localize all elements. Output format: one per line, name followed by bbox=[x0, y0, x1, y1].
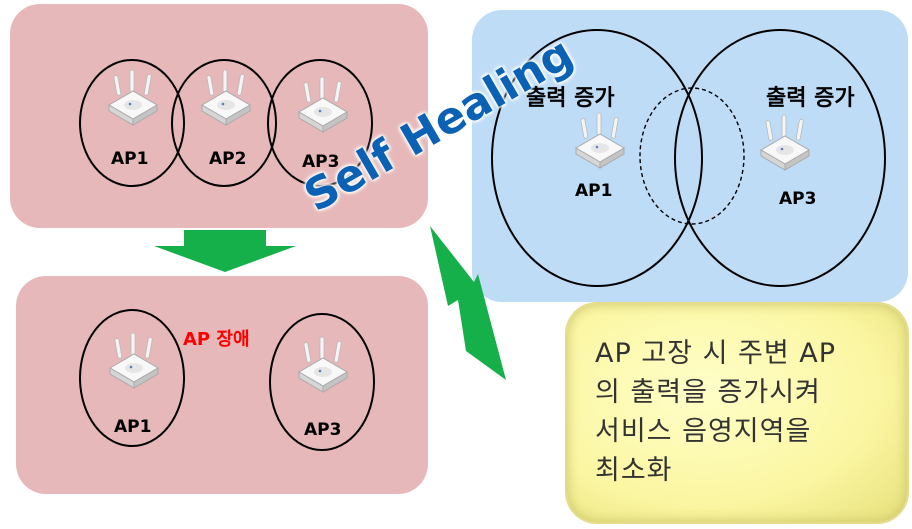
wireless-access-point-icon bbox=[109, 332, 159, 389]
expanded-coverage-circle-ap3 bbox=[674, 29, 886, 287]
note-box bbox=[567, 304, 907, 522]
power-increase-label: 출력 증가 bbox=[526, 86, 615, 111]
down-arrow-icon bbox=[154, 230, 296, 272]
up-right-arrow-icon bbox=[430, 226, 506, 380]
note-line: 최소화 bbox=[595, 455, 673, 486]
coverage-circle-ap1 bbox=[79, 309, 185, 447]
panel-fault-state bbox=[16, 276, 428, 494]
ap-label: AP1 bbox=[111, 149, 149, 169]
wireless-access-point-icon bbox=[108, 69, 158, 126]
ap-label: AP3 bbox=[304, 420, 342, 440]
coverage-circle-ap3 bbox=[267, 59, 373, 187]
coverage-circle-ap2 bbox=[171, 59, 277, 187]
ap-label: AP2 bbox=[209, 149, 247, 169]
failed-ap-coverage-circle bbox=[639, 87, 745, 225]
wireless-access-point-icon bbox=[201, 69, 251, 126]
coverage-circle-ap1 bbox=[79, 59, 185, 187]
note-line: 의 출력을 증가시켜 bbox=[595, 377, 821, 408]
ap-label: AP1 bbox=[114, 417, 152, 437]
ap-label: AP3 bbox=[302, 152, 340, 172]
wireless-access-point-icon bbox=[575, 112, 625, 169]
note-text: AP 고장 시 주변 AP 의 출력을 증가시켜 서비스 음영지역을 최소화 bbox=[595, 334, 895, 490]
fault-label: AP 장애 bbox=[183, 329, 250, 350]
expanded-coverage-circle-ap1 bbox=[491, 29, 703, 287]
ap-label: AP3 bbox=[779, 189, 817, 209]
wireless-access-point-icon bbox=[298, 336, 348, 393]
power-increase-label: 출력 증가 bbox=[766, 86, 855, 111]
wireless-access-point-icon bbox=[298, 76, 348, 133]
ap-label: AP1 bbox=[575, 181, 613, 201]
panel-self-healing-state bbox=[472, 10, 908, 302]
note-line: AP 고장 시 주변 AP bbox=[595, 338, 837, 369]
note-line: 서비스 음영지역을 bbox=[595, 416, 812, 447]
coverage-circle-ap3 bbox=[269, 313, 375, 451]
wireless-access-point-icon bbox=[760, 114, 810, 171]
